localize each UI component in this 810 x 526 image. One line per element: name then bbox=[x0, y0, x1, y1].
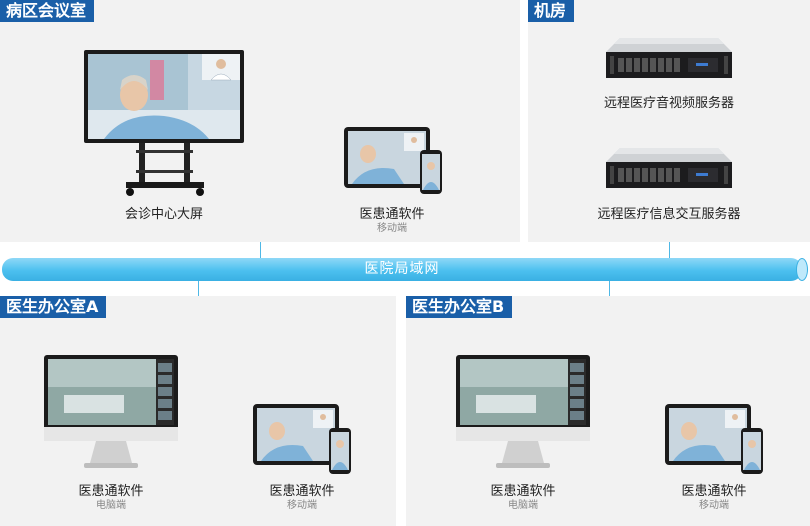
office-a-mobile-label: 医患通软件 bbox=[269, 484, 335, 499]
doctor-office-a-title: 医生办公室A bbox=[0, 296, 107, 318]
monitor-video-ward bbox=[460, 359, 586, 425]
ward-meeting-room-title: 病区会议室 bbox=[0, 0, 95, 22]
office-b-mobile-devices-illustration bbox=[665, 404, 763, 474]
hospital-lan-label: 医院局域网 bbox=[364, 261, 440, 277]
office-b-pc-label: 医患通软件 bbox=[490, 484, 556, 499]
machine-room-panel: 机房 bbox=[528, 0, 810, 242]
screen-stand bbox=[126, 142, 204, 196]
info-server-label: 远程医疗信息交互服务器 bbox=[597, 207, 741, 222]
machine-room-connector-line bbox=[669, 242, 670, 258]
ward-meeting-room-panel: 病区会议室 bbox=[0, 0, 520, 242]
office-b-mobile-sublabel: 移动端 bbox=[699, 500, 729, 511]
screen-video-patient bbox=[88, 54, 240, 139]
hospital-lan-pipe: 医院局域网 bbox=[2, 258, 802, 281]
phone-video bbox=[422, 154, 440, 190]
pipe-end-cap bbox=[796, 258, 808, 281]
office-a-pc-sublabel: 电脑端 bbox=[96, 500, 126, 511]
ward-mobile-label: 医患通软件 bbox=[359, 207, 425, 222]
consultation-screen-illustration bbox=[84, 50, 244, 196]
office-a-monitor-illustration bbox=[44, 355, 178, 468]
office-a-mobile-devices-illustration bbox=[253, 404, 351, 474]
machine-room-title: 机房 bbox=[528, 0, 575, 22]
tablet-video bbox=[348, 131, 426, 184]
ward-mobile-sublabel: 移动端 bbox=[377, 223, 407, 234]
ward-connector-line bbox=[260, 242, 261, 258]
doctor-office-b-title: 医生办公室B bbox=[406, 296, 513, 318]
office-a-mobile-sublabel: 移动端 bbox=[287, 500, 317, 511]
av-server-label: 远程医疗音视频服务器 bbox=[603, 96, 734, 111]
office-a-pc-label: 医患通软件 bbox=[78, 484, 144, 499]
info-server-illustration bbox=[606, 148, 732, 188]
office-b-monitor-illustration bbox=[456, 355, 590, 468]
office-b-connector-line bbox=[609, 281, 610, 296]
ward-mobile-devices-illustration bbox=[344, 127, 442, 194]
office-b-mobile-label: 医患通软件 bbox=[681, 484, 747, 499]
office-b-pc-sublabel: 电脑端 bbox=[508, 500, 538, 511]
av-server-illustration bbox=[606, 38, 732, 78]
consultation-screen-label: 会诊中心大屏 bbox=[124, 207, 203, 222]
office-a-connector-line bbox=[198, 281, 199, 296]
monitor-video-ward bbox=[48, 359, 174, 425]
